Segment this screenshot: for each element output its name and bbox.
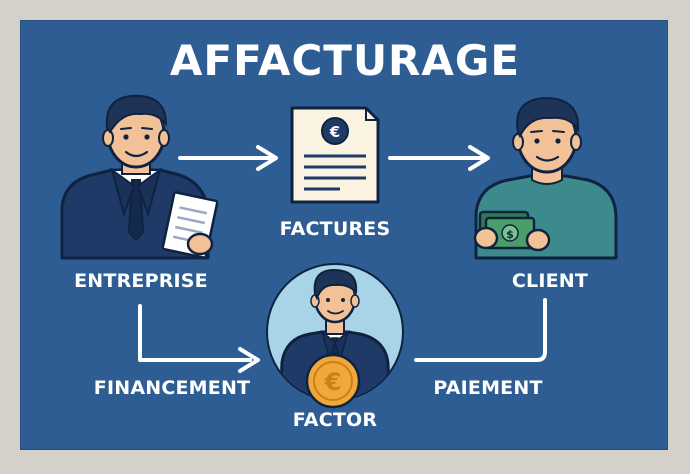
line-paiement	[414, 298, 547, 362]
arrow-financement	[138, 304, 260, 373]
svg-text:$: $	[506, 228, 514, 241]
arrow-entreprise-to-factures	[178, 145, 278, 171]
client-person-icon: $	[473, 96, 618, 260]
node-label-client: CLIENT	[511, 270, 589, 292]
factor-person-icon: €	[266, 263, 404, 409]
invoice-document-icon: €	[290, 106, 380, 204]
node-label-factures: FACTURES	[279, 218, 391, 240]
diagram-title: AFFACTURAGE	[169, 36, 521, 85]
edge-label-paiement: PAIEMENT	[433, 377, 543, 399]
node-label-factor: FACTOR	[292, 409, 378, 431]
entreprise-person-icon	[60, 94, 219, 260]
euro-coin-icon: €	[305, 353, 361, 409]
euro-symbol-icon: €	[329, 123, 340, 141]
svg-text:€: €	[324, 368, 342, 396]
node-label-entreprise: ENTREPRISE	[74, 270, 208, 292]
arrow-factures-to-client	[388, 145, 490, 171]
edge-label-financement: FINANCEMENT	[93, 377, 251, 399]
